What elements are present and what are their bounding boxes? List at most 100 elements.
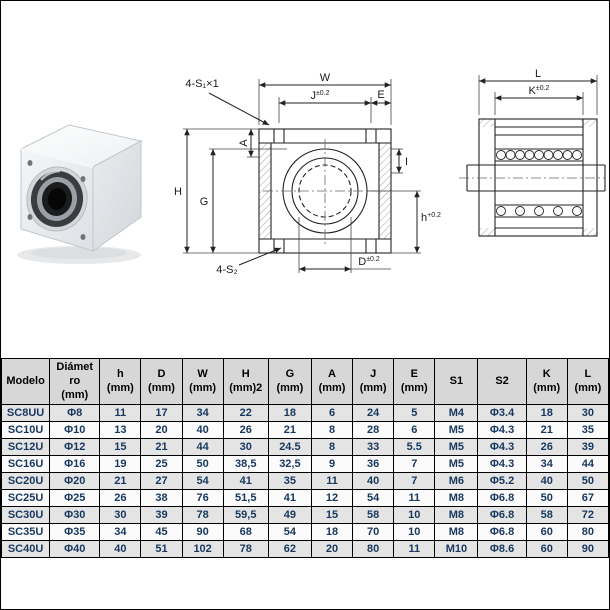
- spec-value-cell: 11: [99, 404, 142, 423]
- spec-value-cell: 40: [99, 540, 142, 559]
- spec-value-cell: 44: [566, 455, 609, 474]
- spec-value-cell: 5.5: [393, 438, 436, 457]
- spec-value-cell: 50: [181, 455, 224, 474]
- spec-value-cell: M8: [434, 506, 479, 525]
- spec-value-cell: 35: [267, 472, 312, 491]
- spec-value-cell: 15: [310, 506, 354, 525]
- spec-value-cell: M6: [434, 472, 479, 491]
- model-cell: SC30U: [1, 506, 51, 525]
- column-header-12: K (mm): [525, 357, 568, 406]
- spec-value-cell: 58: [525, 506, 568, 525]
- dim-d-tolerance: ±0.2: [366, 256, 380, 263]
- spec-value-cell: Φ6.8: [477, 506, 527, 525]
- spec-value-cell: Φ6.8: [477, 523, 527, 542]
- spec-value-cell: 36: [352, 455, 395, 474]
- spec-value-cell: 50: [566, 472, 609, 491]
- spec-value-cell: Φ6.8: [477, 489, 527, 508]
- dim-label-g: G: [200, 196, 209, 208]
- spec-value-cell: Φ10: [49, 421, 101, 440]
- spec-value-cell: 72: [566, 506, 609, 525]
- spec-value-cell: Φ4.3: [477, 421, 527, 440]
- spec-value-cell: 27: [140, 472, 183, 491]
- spec-value-cell: 25: [140, 455, 183, 474]
- spec-value-cell: 67: [566, 489, 609, 508]
- spec-value-cell: Φ8: [49, 404, 101, 423]
- spec-value-cell: 39: [566, 438, 609, 457]
- spec-value-cell: 45: [140, 523, 183, 542]
- spec-value-cell: 6: [393, 421, 436, 440]
- spec-value-cell: 40: [352, 472, 395, 491]
- centerlines: [263, 139, 387, 245]
- spec-value-cell: 5: [393, 404, 436, 423]
- spec-value-cell: Φ4.3: [477, 455, 527, 474]
- column-header-1: Diámet ro (mm): [49, 357, 101, 406]
- bearing-bore: [26, 166, 88, 232]
- spec-value-cell: M4: [434, 404, 479, 423]
- model-cell: SC16U: [1, 455, 51, 474]
- column-header-10: S1: [434, 357, 479, 406]
- spec-value-cell: 26: [222, 421, 269, 440]
- dim-label-d: D±0.2: [358, 256, 380, 268]
- spec-value-cell: 68: [222, 523, 269, 542]
- spec-value-cell: 78: [181, 506, 224, 525]
- dim-label-j: J±0.2: [310, 90, 329, 102]
- side-view-drawing: L K±0.2: [459, 68, 606, 237]
- spec-value-cell: 78: [222, 540, 269, 559]
- spec-value-cell: 54: [181, 472, 224, 491]
- spec-value-cell: 39: [140, 506, 183, 525]
- column-header-6: G (mm): [267, 357, 312, 406]
- spec-value-cell: M5: [434, 438, 479, 457]
- column-header-3: D (mm): [140, 357, 183, 406]
- column-header-11: S2: [477, 357, 527, 406]
- spec-value-cell: 10: [393, 523, 436, 542]
- spec-value-cell: Φ8.6: [477, 540, 527, 559]
- spec-value-cell: 54: [352, 489, 395, 508]
- spec-value-cell: Φ25: [49, 489, 101, 508]
- column-header-7: A (mm): [310, 357, 354, 406]
- spec-value-cell: 11: [393, 540, 436, 559]
- spec-value-cell: 8: [310, 438, 354, 457]
- spec-value-cell: 9: [310, 455, 354, 474]
- spec-value-cell: 51,5: [222, 489, 269, 508]
- spec-value-cell: 76: [181, 489, 224, 508]
- spec-value-cell: 90: [566, 540, 609, 559]
- dim-label-a: A: [238, 139, 250, 147]
- spec-value-cell: Φ16: [49, 455, 101, 474]
- dim-label-h-small: h+0.2: [421, 212, 441, 224]
- spec-value-cell: Φ4.3: [477, 438, 527, 457]
- spec-value-cell: 32,5: [267, 455, 312, 474]
- spec-value-cell: M10: [434, 540, 479, 559]
- bearing-body-outline: [466, 118, 606, 237]
- spec-value-cell: 60: [525, 523, 568, 542]
- spec-value-cell: 10: [393, 506, 436, 525]
- spec-value-cell: 38: [140, 489, 183, 508]
- column-header-13: L (mm): [566, 357, 609, 406]
- spec-value-cell: 40: [181, 421, 224, 440]
- spec-value-cell: Φ30: [49, 506, 101, 525]
- bearing-balls: [496, 150, 582, 216]
- spec-value-cell: 34: [181, 404, 224, 423]
- dimension-lines: [479, 78, 597, 101]
- spec-value-cell: 20: [310, 540, 354, 559]
- spec-value-cell: 15: [99, 438, 142, 457]
- model-cell: SC8UU: [1, 404, 51, 423]
- section-hatching: [479, 119, 597, 236]
- spec-value-cell: M8: [434, 489, 479, 508]
- spec-value-cell: 21: [267, 421, 312, 440]
- spec-value-cell: 80: [566, 523, 609, 542]
- spec-value-cell: 11: [310, 472, 354, 491]
- column-header-8: J (mm): [352, 357, 395, 406]
- spec-value-cell: 8: [310, 421, 354, 440]
- spec-value-cell: 102: [181, 540, 224, 559]
- spec-value-cell: 11: [393, 489, 436, 508]
- model-cell: SC35U: [1, 523, 51, 542]
